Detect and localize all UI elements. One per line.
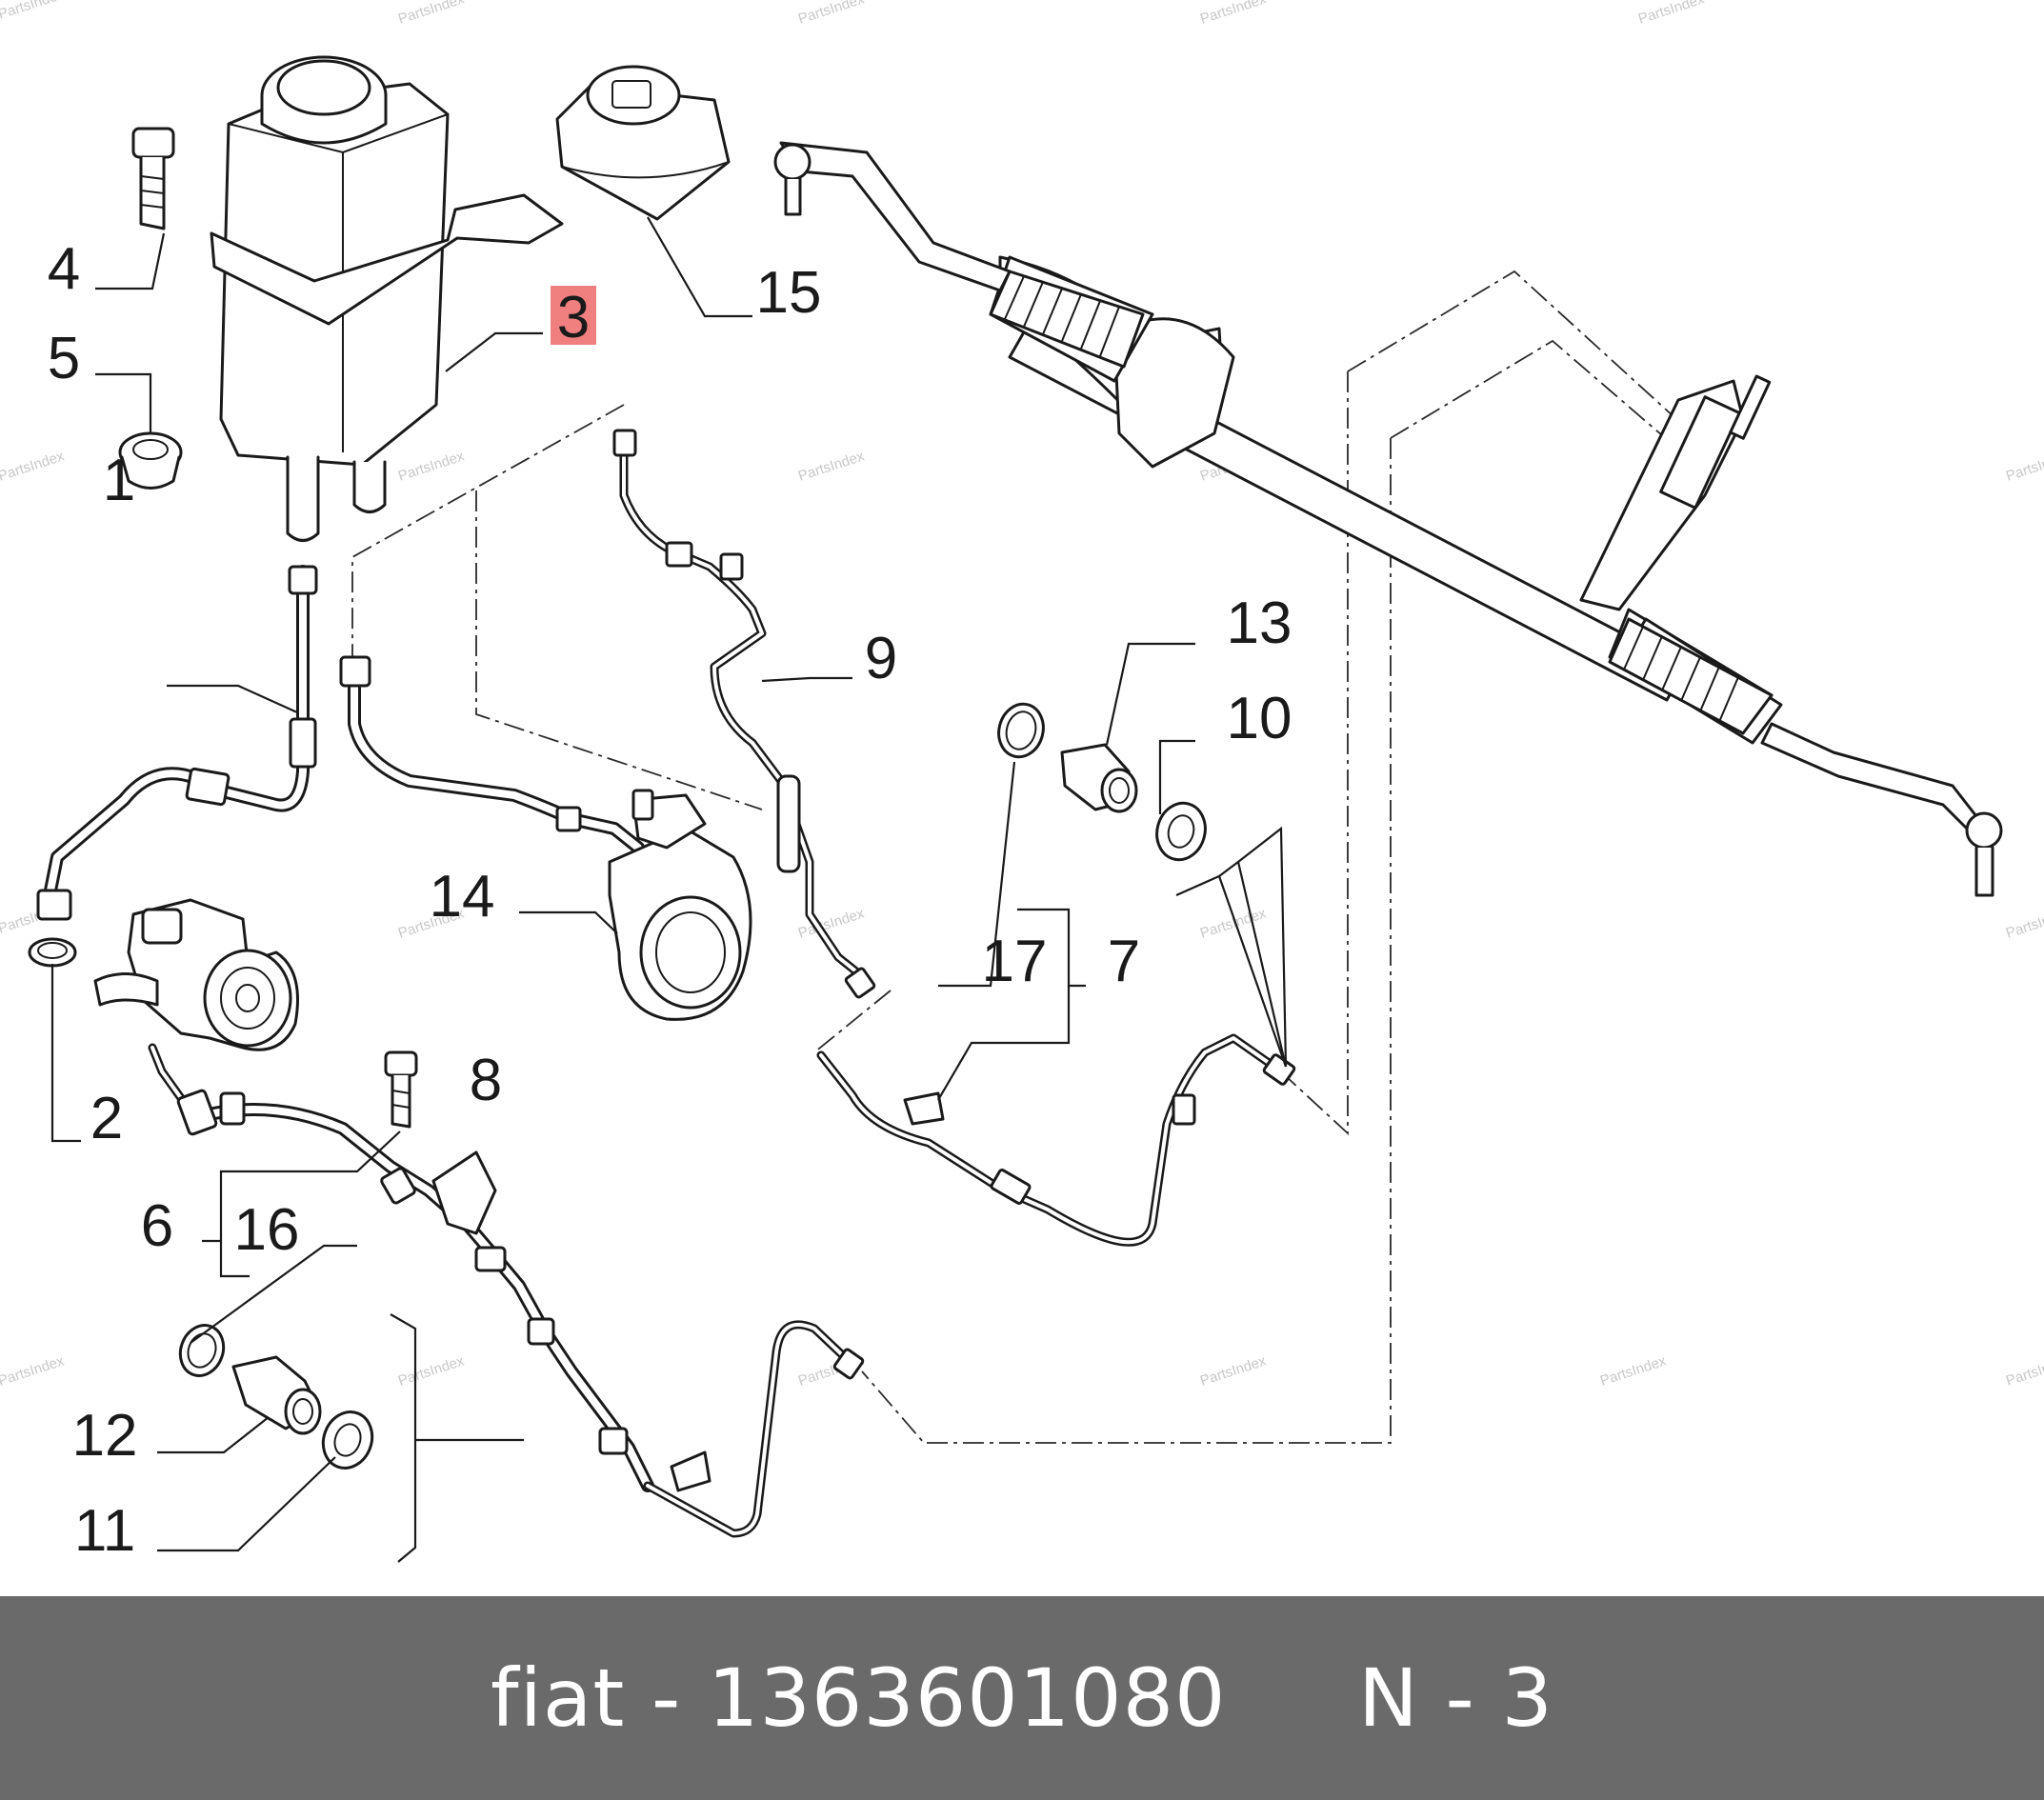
callout-3-highlight [551, 286, 596, 345]
callout-14: 14 [430, 864, 495, 930]
watermark-text: PartsIndex [2004, 1352, 2044, 1389]
reservoir-cap [555, 65, 731, 221]
watermark-text: PartsIndex [0, 448, 67, 484]
steering-rack [773, 141, 2003, 897]
callout-1: 1 [103, 448, 135, 513]
reservoir-tank [210, 55, 564, 542]
bolt-part-4 [131, 127, 175, 230]
hose-clamp-part-2 [28, 937, 77, 968]
washer-part-11 [321, 1410, 374, 1470]
bolt-part-8 [384, 1050, 418, 1129]
callout-8: 8 [470, 1048, 502, 1113]
assembly-dash-lines [351, 270, 1677, 1444]
callout-10: 10 [1227, 686, 1293, 751]
union-fitting-part-13 [1060, 743, 1138, 813]
hose-part-1 [36, 565, 318, 921]
watermark-text: PartsIndex [796, 448, 867, 484]
rack-boot-left [989, 270, 1145, 369]
union-fitting-part-12 [231, 1355, 322, 1435]
callout-2: 2 [90, 1086, 123, 1151]
watermark-text: PartsIndex [396, 448, 467, 484]
callout-4: 4 [48, 236, 80, 302]
leader-lines [50, 216, 1288, 1563]
watermark-text: PartsIndex [396, 0, 467, 28]
watermark-text: PartsIndex [0, 0, 67, 23]
washer-part-10 [1155, 801, 1207, 862]
watermark-text: PartsIndex [1198, 0, 1269, 28]
pressure-hose-part-6 [148, 1043, 865, 1538]
grommet-part-5 [118, 431, 183, 490]
callout-12: 12 [72, 1403, 138, 1469]
part-number-footer: fiat - 1363601080 N - 3 [0, 1596, 2044, 1800]
steering-pump [93, 898, 299, 1051]
watermark-text: PartsIndex [796, 0, 867, 28]
o-ring-part-17 [997, 702, 1045, 759]
watermark-text: PartsIndex [396, 1352, 467, 1389]
watermark-text: PartsIndex [1198, 1352, 1269, 1389]
watermark-text: PartsIndex [2004, 448, 2044, 484]
pipe-part-7 [816, 1033, 1296, 1247]
parts-diagram: PartsIndex PartsIndex PartsIndex PartsIn… [0, 0, 2044, 1564]
o-ring-part-16 [178, 1324, 226, 1377]
pipe-part-9 [612, 429, 876, 999]
callout-5: 5 [48, 326, 80, 391]
return-hose-part-14 [339, 655, 752, 1021]
callout-16: 16 [234, 1197, 300, 1263]
footer-part-number-text: fiat - 1363601080 N - 3 [491, 1651, 1553, 1745]
callout-9: 9 [865, 626, 897, 691]
callout-6: 6 [141, 1193, 173, 1259]
watermark-text: PartsIndex [0, 1352, 67, 1389]
callout-labels: 1 2 3 4 5 6 7 8 9 10 11 12 13 14 15 16 1… [48, 236, 1293, 1564]
callout-7: 7 [1108, 929, 1140, 994]
watermark-text: PartsIndex [1598, 1352, 1669, 1389]
callout-11: 11 [74, 1498, 135, 1564]
callout-13: 13 [1227, 590, 1293, 656]
rack-boot-right [1608, 617, 1773, 735]
callout-15: 15 [756, 260, 822, 326]
watermark-text: PartsIndex [2004, 905, 2044, 941]
watermark-text: PartsIndex [1198, 905, 1269, 941]
callout-17: 17 [982, 929, 1048, 994]
watermark-text: PartsIndex [1636, 0, 1707, 28]
callout-3: 3 [557, 285, 590, 350]
